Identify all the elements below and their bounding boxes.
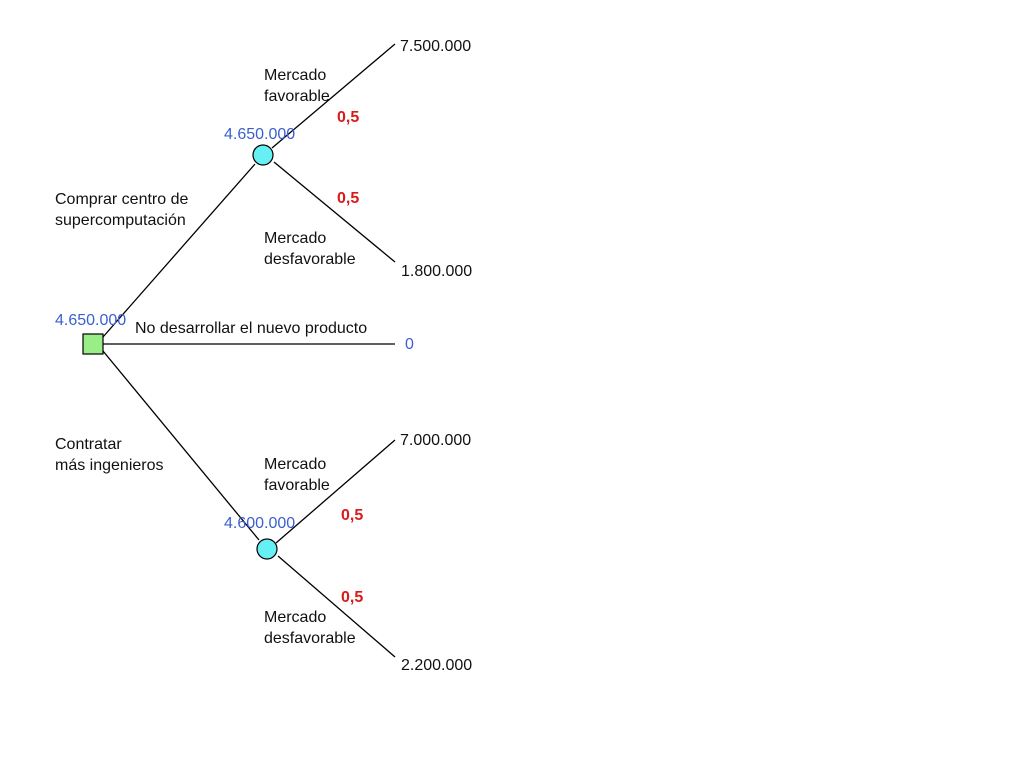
edge-hire-favorable	[275, 439, 396, 544]
edge-hire-unfavorable	[277, 555, 396, 658]
buy-branch-label-line2: supercomputación	[55, 212, 186, 229]
hire-branch-label-line1: Contratar	[55, 436, 122, 453]
edge-decision-to-buy	[102, 163, 256, 338]
hire-favorable-label-line2: favorable	[264, 477, 330, 494]
edge-buy-favorable	[271, 43, 396, 149]
hire-favorable-payoff: 7.000.000	[400, 432, 471, 449]
buy-unfavorable-label-line2: desfavorable	[264, 251, 356, 268]
hire-unfavorable-label-line2: desfavorable	[264, 630, 356, 647]
edge-decision-to-hire	[102, 350, 260, 541]
hire-unfavorable-label-line1: Mercado	[264, 609, 326, 626]
hire-unfavorable-probability: 0,5	[341, 589, 363, 606]
hire-unfavorable-payoff: 2.200.000	[401, 657, 472, 674]
chance-node-hire	[256, 538, 278, 560]
buy-favorable-payoff: 7.500.000	[400, 38, 471, 55]
hire-branch-label-line2: más ingenieros	[55, 457, 164, 474]
buy-expected-value: 4.650.000	[224, 126, 295, 143]
chance-node-buy	[252, 144, 274, 166]
hire-favorable-label-line1: Mercado	[264, 456, 326, 473]
buy-unfavorable-label-line1: Mercado	[264, 230, 326, 247]
buy-unfavorable-probability: 0,5	[337, 190, 359, 207]
buy-unfavorable-payoff: 1.800.000	[401, 263, 472, 280]
decision-node-value: 4.650.000	[55, 312, 126, 329]
buy-favorable-probability: 0,5	[337, 109, 359, 126]
none-branch-label: No desarrollar el nuevo producto	[135, 320, 367, 337]
hire-expected-value: 4.600.000	[224, 515, 295, 532]
hire-favorable-probability: 0,5	[341, 507, 363, 524]
buy-favorable-label-line1: Mercado	[264, 67, 326, 84]
buy-branch-label-line1: Comprar centro de	[55, 191, 188, 208]
edge-buy-unfavorable	[273, 161, 396, 263]
buy-favorable-label-line2: favorable	[264, 88, 330, 105]
none-branch-payoff: 0	[405, 336, 414, 353]
decision-node-square	[82, 333, 104, 355]
